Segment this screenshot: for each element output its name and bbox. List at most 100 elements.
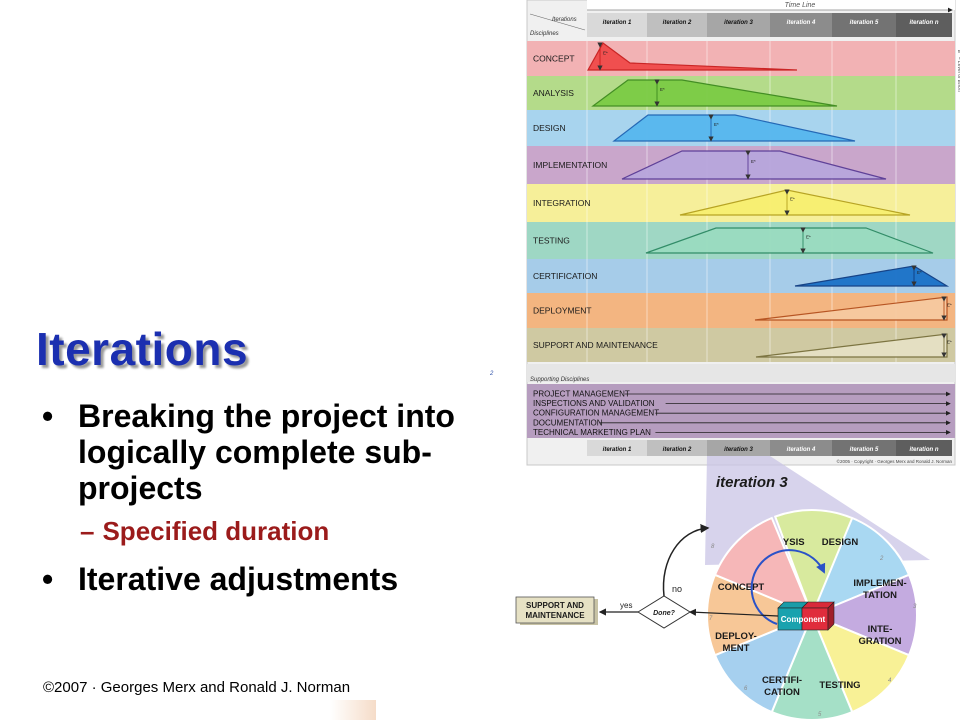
sub-bullet-dash-icon: –: [80, 516, 95, 546]
iteration-footer-label: iteration 2: [663, 447, 692, 453]
discipline-label: ANALYSIS: [533, 88, 574, 98]
iteration-footer-label: iteration 4: [787, 447, 816, 453]
bullet-item: • Breaking the project into logically co…: [40, 398, 470, 506]
discipline-label: CONCEPT: [533, 54, 575, 64]
yes-label: yes: [620, 601, 632, 610]
effort-marker-label: E*: [660, 87, 665, 92]
cycle-segment-label: IMPLEMEN-: [853, 578, 906, 589]
discipline-label: DEPLOYMENT: [533, 306, 592, 316]
iteration-header-cell: [832, 13, 896, 37]
effort-shape: [679, 189, 911, 216]
cycle-segment: [770, 612, 854, 720]
iteration-footer-cell: [770, 440, 832, 456]
discipline-label-cell: [527, 184, 587, 222]
supporting-discipline-label: CONFIGURATION MANAGEMENT: [533, 409, 659, 418]
effort-marker-label: E*: [947, 303, 952, 308]
effort-shape: [645, 227, 934, 254]
cycle-segment-label: CONCEPT: [718, 582, 765, 593]
iteration-header-label: iteration 1: [603, 20, 632, 26]
iteration-header-label: iteration 5: [850, 20, 879, 26]
footer-copyright: ©2007 · Georges Merx and Ronald J. Norma…: [43, 679, 351, 696]
bullet-dot-icon: •: [42, 398, 54, 434]
effort-marker-label: E*: [917, 270, 922, 275]
discipline-label: SUPPORT AND MAINTENANCE: [533, 340, 658, 350]
cycle-segment-label: TATION: [863, 590, 897, 601]
effort-shape: [621, 150, 887, 180]
cycle-segment-label: INTE-: [868, 624, 893, 635]
support-maintenance-box: [515, 596, 595, 624]
iteration-footer-label: iteration 3: [724, 447, 753, 453]
supporting-discipline-label: DOCUMENTATION: [533, 418, 603, 427]
effort-shape: [755, 333, 948, 358]
discipline-row-band: [527, 41, 955, 76]
iteration-footer-cell: [896, 440, 952, 456]
iteration-footer-label: iteration 1: [603, 447, 632, 453]
cycle-segment-label: DESIGN: [822, 537, 859, 548]
cycle-segment-label: MENT: [723, 643, 750, 654]
support-maintenance-label: MAINTENANCE: [525, 611, 585, 620]
discipline-label-cell: [527, 328, 587, 362]
discipline-label-cell: [527, 259, 587, 293]
page-number: 2: [489, 371, 494, 377]
effort-marker-label: E*: [714, 122, 719, 127]
iteration-footer-cell: [707, 440, 770, 456]
cycle-segment-label: TESTING: [819, 680, 860, 691]
effort-marker-label: E*: [806, 235, 811, 240]
component-to-decision-arrow: [688, 608, 779, 617]
bullet-text: Breaking the project into logically comp…: [78, 398, 455, 506]
supporting-band: [527, 384, 955, 438]
iteration-footer-cell: [587, 440, 647, 456]
effort-axis-label: E* = Level of Effort: [956, 50, 960, 92]
sub-bullet-text: Specified duration: [102, 516, 330, 546]
effort-marker-label: E*: [751, 159, 756, 164]
effort-shape: [612, 114, 856, 142]
bullet-dot-icon: •: [42, 561, 54, 597]
decision-label: Done?: [653, 610, 676, 617]
discipline-label: CERTIFICATION: [533, 271, 597, 281]
iterations-label: Iterations: [552, 17, 577, 23]
iteration-header-cell: [647, 13, 707, 37]
cycle-segment-number: 3: [913, 604, 917, 610]
iteration-header-cell: [770, 13, 832, 37]
cycle-segment-label: GRATION: [858, 636, 901, 647]
corner-decoration: [330, 700, 376, 720]
iteration-header-label: iteration 3: [724, 20, 753, 26]
iteration-header-label: iteration 4: [787, 20, 816, 26]
effort-marker-label: E*: [947, 340, 952, 345]
iteration-header-cell: [896, 13, 952, 37]
cycle-segment: [713, 516, 814, 617]
component-cube-side: [827, 601, 835, 631]
cycle-segment-number: 7: [709, 616, 713, 622]
support-maintenance-label: SUPPORT AND: [526, 601, 584, 610]
discipline-label: TESTING: [533, 236, 570, 246]
cycle-segment-label: CERTIFI-: [762, 675, 802, 686]
cycle-segment: [810, 613, 911, 714]
iteration-footer-cell: [647, 440, 707, 456]
timeline-copyright: ©2005 · Copyright · Georges Merx and Ron…: [837, 458, 953, 464]
loop-back-arrow: [662, 524, 710, 597]
cycle-segment-number: 6: [744, 686, 748, 692]
iteration-header-label: iteration n: [909, 20, 938, 26]
supporting-discipline-label: INSPECTIONS AND VALIDATION: [533, 399, 655, 408]
cycle-segment-number: 8: [711, 544, 715, 550]
supporting-header-band: [527, 364, 955, 382]
cycle-segment-number: 4: [888, 678, 892, 684]
cycle-circular-arrow: [750, 549, 826, 625]
iteration-footer-label: iteration n: [909, 447, 938, 453]
iteration-header-cell: [707, 13, 770, 37]
component-label: Component: [781, 615, 826, 624]
discipline-label-cell: [527, 41, 587, 76]
iteration-header-label: iteration 2: [663, 20, 692, 26]
supporting-disciplines-label: Supporting Disciplines: [530, 377, 589, 383]
sub-bullet-item: –Specified duration: [80, 516, 470, 547]
cycle-segment-number: 2: [879, 556, 884, 562]
effort-shape: [591, 79, 838, 107]
disciplines-label: Disciplines: [530, 31, 559, 37]
decision-diamond: [637, 595, 691, 629]
effort-marker-label: E*: [790, 197, 795, 202]
effort-shape: [794, 265, 950, 287]
cycle-segment-label: DEPLOY-: [715, 631, 757, 642]
discipline-label-cell: [527, 222, 587, 259]
cycle-segment: [809, 573, 918, 657]
